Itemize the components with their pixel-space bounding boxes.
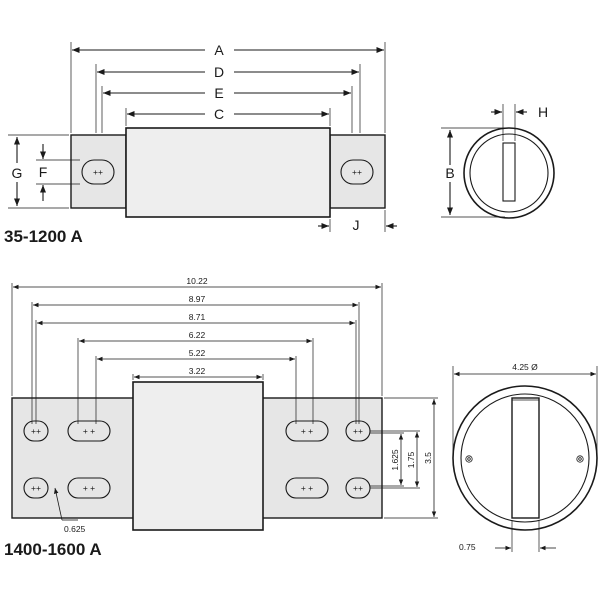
slot-top-right	[285, 420, 329, 442]
dim-5-22: 5.22	[189, 348, 206, 358]
top-diagram-title: 35-1200 A	[4, 227, 83, 246]
dim-label-a: A	[214, 42, 224, 58]
slot-top-left	[67, 420, 111, 442]
svg-text:+ +: + +	[83, 483, 95, 493]
dim-6-22: 6.22	[189, 330, 206, 340]
dim-label-h: H	[538, 104, 548, 120]
svg-text:++: ++	[353, 426, 363, 436]
dim-0-75: 0.75	[459, 542, 476, 552]
dim-label-d: D	[214, 64, 224, 80]
fuse-body	[125, 127, 331, 218]
svg-text:++: ++	[353, 483, 363, 493]
dim-0-625: 0.625	[64, 524, 86, 534]
svg-text:+ +: + +	[83, 426, 95, 436]
right-slot-mark: ++	[352, 167, 362, 177]
top-end-view: B H	[441, 104, 555, 219]
svg-text:++: ++	[31, 426, 41, 436]
dim-label-b: B	[445, 165, 454, 181]
hole-bottom-left	[23, 477, 49, 499]
left-slot-mark: ++	[93, 167, 103, 177]
dim-label-e: E	[214, 85, 223, 101]
slot-bottom-left	[67, 477, 111, 499]
dim-label-j: J	[353, 217, 360, 233]
large-fuse-body	[132, 381, 264, 531]
dim-8-71: 8.71	[189, 312, 206, 322]
bottom-side-view: ++ + + + + ++ ++ + + + + ++	[4, 276, 438, 559]
slot-bottom-right	[285, 477, 329, 499]
end-cap-outer	[463, 127, 555, 219]
screw-left	[465, 455, 473, 463]
end-cap-inner	[469, 133, 549, 213]
dim-3-22: 3.22	[189, 366, 206, 376]
dim-label-c: C	[214, 106, 224, 122]
dim-8-97: 8.97	[189, 294, 206, 304]
dim-label-f: F	[39, 164, 48, 180]
top-side-view: ++ ++ A D E C G	[4, 42, 397, 246]
bottom-diagram-title: 1400-1600 A	[4, 540, 102, 559]
end-blade-slot	[502, 142, 516, 202]
large-cap-inner	[460, 393, 590, 523]
svg-text:+ +: + +	[301, 483, 313, 493]
left-mounting-slot	[81, 159, 115, 185]
dim-label-g: G	[12, 165, 23, 181]
right-mounting-slot	[340, 159, 374, 185]
screw-right	[576, 455, 584, 463]
large-cap-outer	[452, 385, 598, 531]
dim-1-625: 1.625	[390, 449, 400, 471]
svg-text:+ +: + +	[301, 426, 313, 436]
bottom-end-view: 4.25 Ø 0.75	[452, 362, 598, 552]
mounting-holes: ++ + + + + ++ ++ + + + + ++	[23, 420, 371, 499]
left-terminal-tab	[70, 134, 127, 209]
dim-3-5: 3.5	[423, 452, 433, 464]
dim-1-75: 1.75	[406, 451, 416, 468]
svg-text:++: ++	[31, 483, 41, 493]
right-terminal-tab	[329, 134, 386, 209]
dim-diameter: 4.25 Ø	[512, 362, 538, 372]
dim-overall: 10.22	[186, 276, 208, 286]
large-blade	[511, 397, 540, 519]
